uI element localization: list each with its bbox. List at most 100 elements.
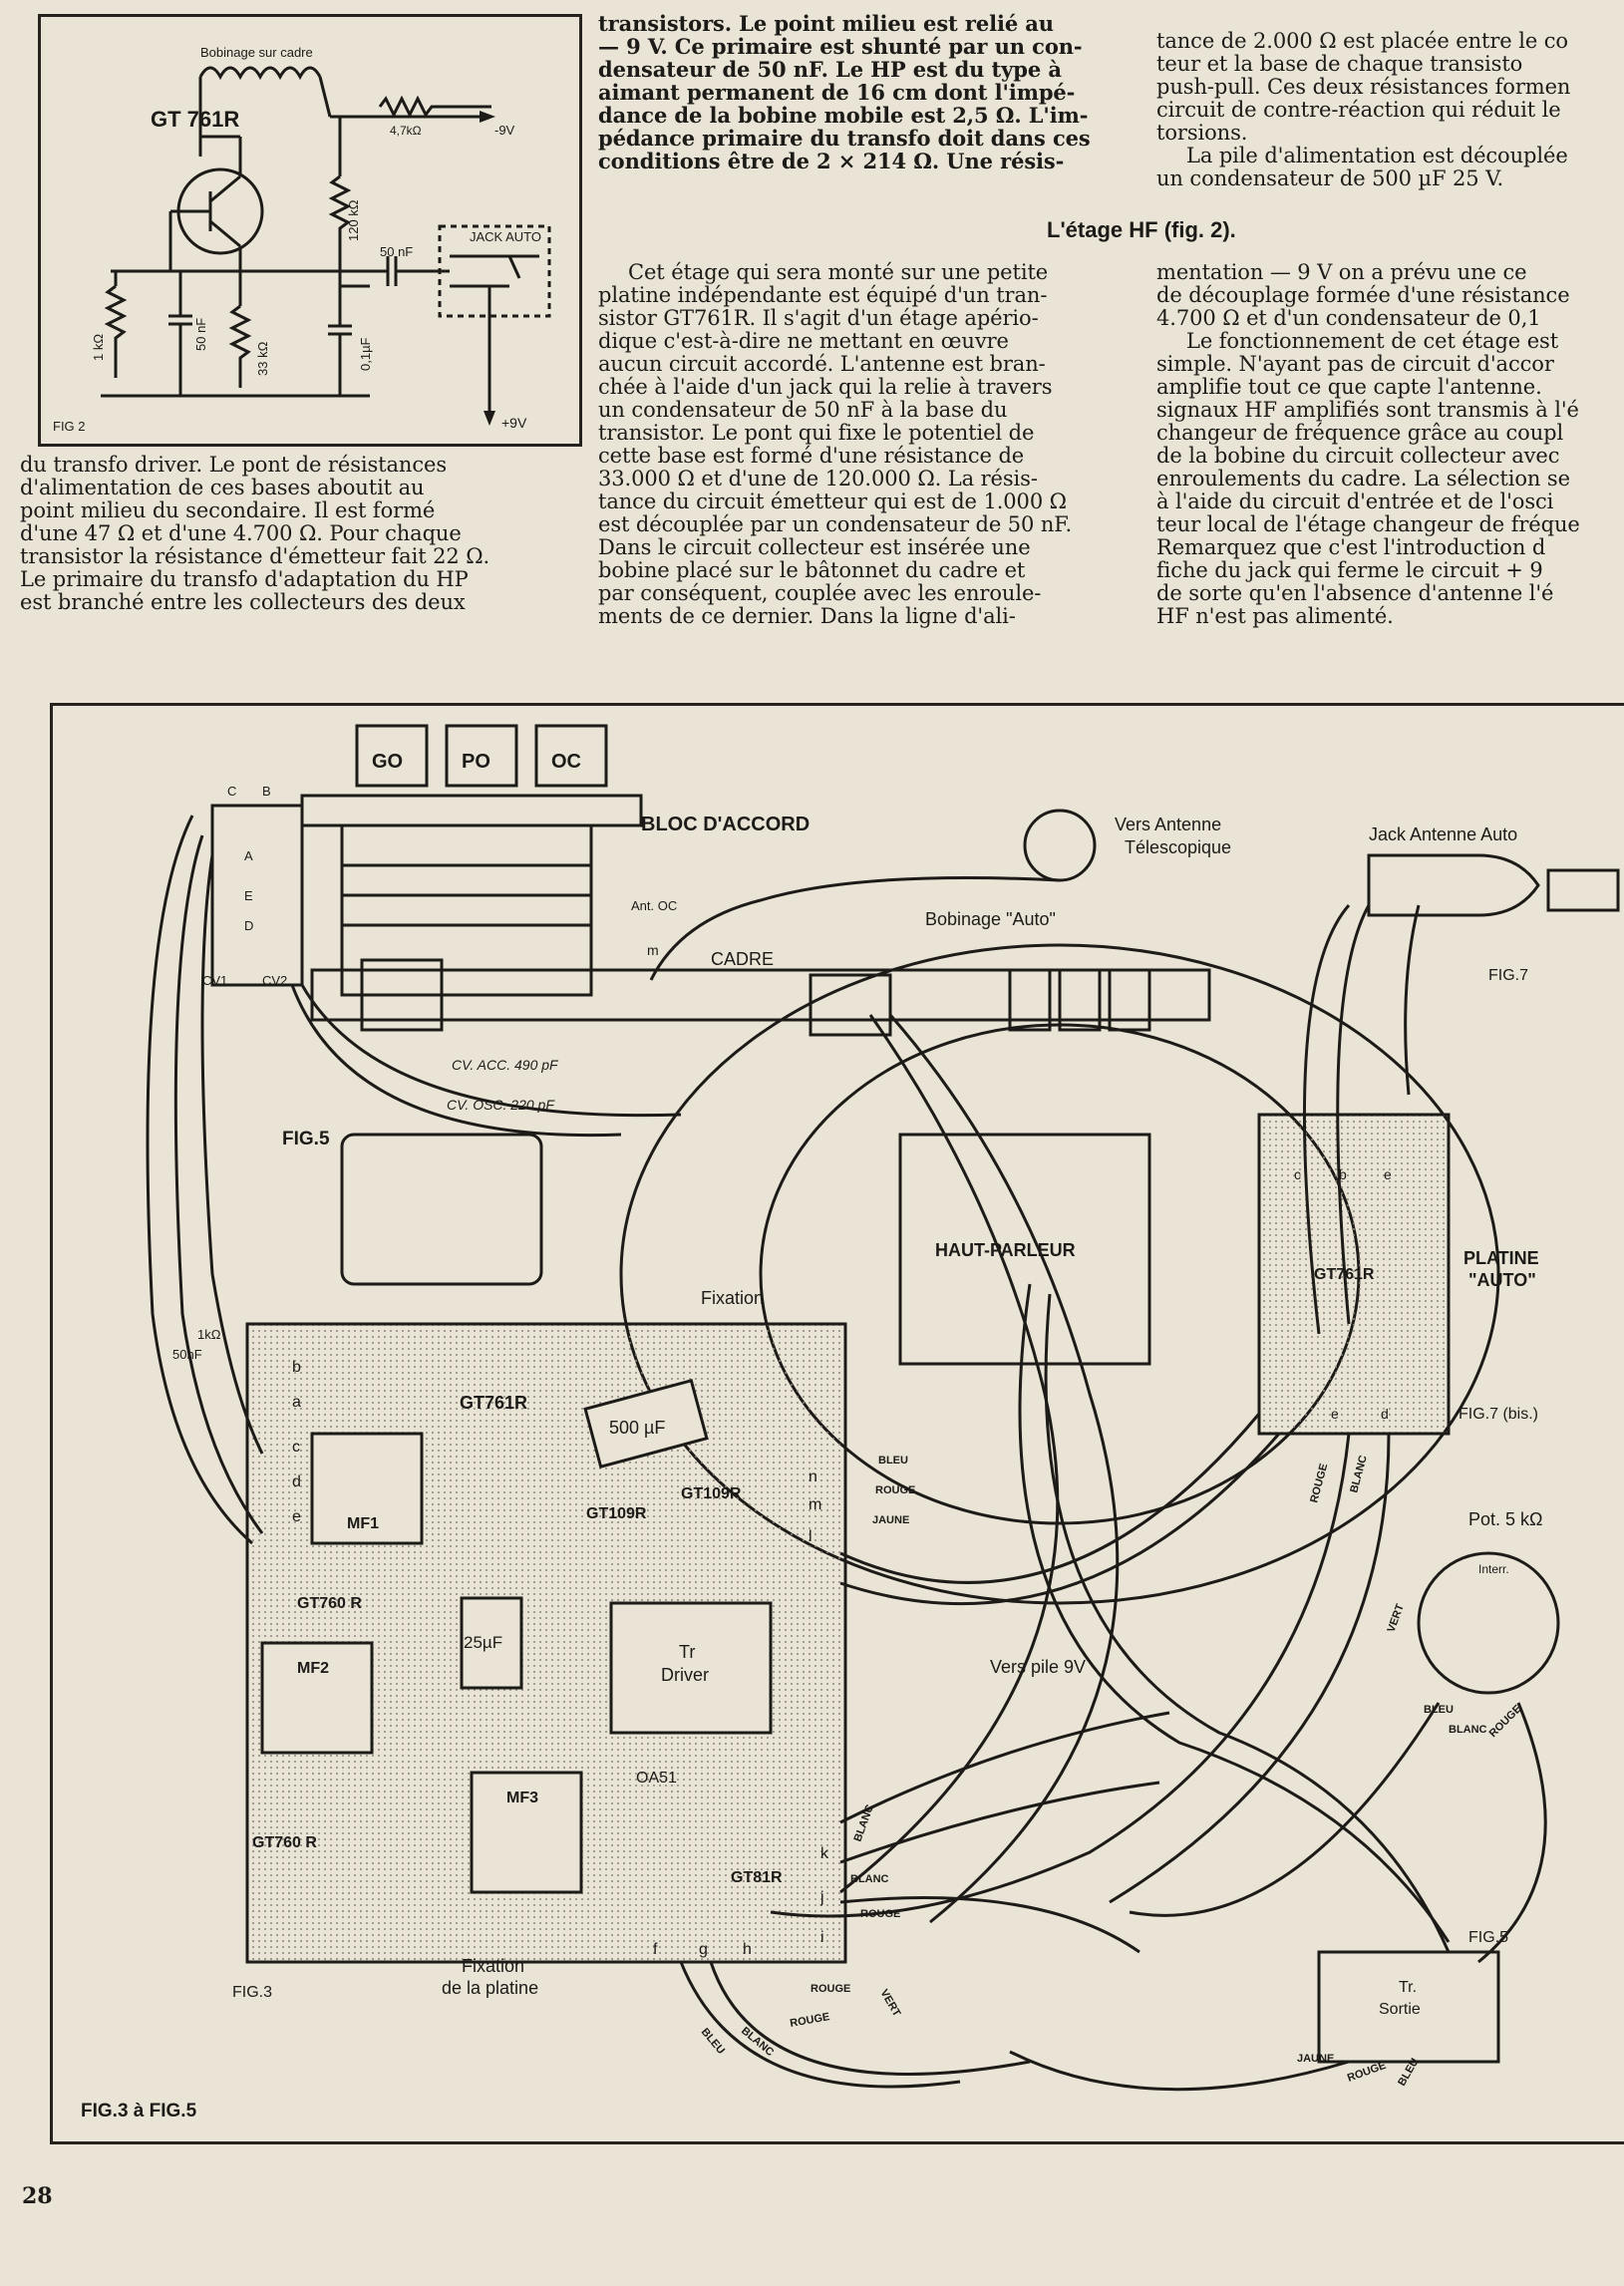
fig5-top-label: FIG.5 [282, 1129, 330, 1149]
col1-line: d'une 47 Ω et d'une 4.700 Ω. Pour chaque [20, 521, 462, 545]
board-pin-j: j [819, 1889, 824, 1906]
hp-label: HAUT-PARLEUR [935, 1240, 1076, 1260]
board-pin-g: g [699, 1941, 708, 1958]
wire-rouge-6: ROUGE [811, 1983, 850, 1995]
board-pin-e: e [292, 1508, 301, 1525]
cv1-label: CV1 [202, 973, 227, 988]
article-column-2-top: transistors. Le point milieu est relié a… [598, 12, 1127, 172]
board-pin-a: a [292, 1394, 301, 1411]
cv2-label: CV2 [262, 973, 287, 988]
bloc-accord-label: BLOC D'ACCORD [641, 814, 810, 835]
wiring-diagram: GO PO OC BLOC D'ACCORD C B A E D Vers An… [81, 724, 1620, 2122]
auto-pin-b: b [1339, 1166, 1347, 1182]
r1k-label: 1kΩ [197, 1327, 221, 1342]
wire-jaune-2: JAUNE [1297, 2053, 1334, 2065]
board-pin-h: h [743, 1941, 752, 1958]
col3b-line: teur local de l'étage changeur de fréque [1156, 512, 1580, 536]
tr-sortie-1: Tr. [1399, 1979, 1417, 1996]
col3-line: push-pull. Ces deux résistances formen [1156, 75, 1571, 99]
fixation-label: Fixation [701, 1288, 764, 1308]
board-pin-f: f [653, 1941, 658, 1958]
col3b-line: HF n'est pas alimenté. [1156, 604, 1394, 628]
gt109r-b-label: GT109R [681, 1485, 742, 1502]
col2-line: aimant permanent de 16 cm dont l'impé- [598, 80, 1076, 105]
wire-rouge-4: ROUGE [860, 1908, 900, 1920]
col2-line: densateur de 50 nF. Le HP est du type à [598, 57, 1062, 82]
mf2-label: MF2 [297, 1660, 329, 1677]
wire-blanc-1: BLANC [1348, 1454, 1370, 1493]
c50nf-label: 50nF [172, 1347, 202, 1362]
col3b-line: amplifie tout ce que capte l'antenne. [1156, 375, 1542, 399]
col3-line: un condensateur de 500 µF 25 V. [1156, 166, 1504, 190]
col3-line: torsions. [1156, 121, 1248, 145]
article-column-3-top: tance de 2.000 Ω est placée entre le co … [1156, 30, 1615, 190]
wire-vert-2: VERT [877, 1988, 902, 2020]
page-number: 28 [22, 2183, 53, 2209]
col3b-line: 4.700 Ω et d'un condensateur de 0,1 [1156, 306, 1541, 330]
band-go: GO [372, 751, 403, 773]
auto-pin-c: c [1294, 1166, 1301, 1182]
diagram-caption: FIG.3 à FIG.5 [81, 2101, 197, 2122]
wire-blanc-3: BLANC [852, 1803, 876, 1843]
interr-label: Interr. [1478, 1562, 1509, 1576]
wire-blanc-4: BLANC [850, 1873, 889, 1885]
col3b-line: de découplage formée d'une résistance [1156, 283, 1570, 307]
col2-line: transistors. Le point milieu est relié a… [598, 11, 1054, 36]
cv-acc-label: CV. ACC. 490 pF [452, 1057, 559, 1073]
tr-driver-2: Driver [661, 1665, 709, 1685]
fig2-r1k-label: 1 kΩ [91, 334, 106, 361]
board-pin-k: k [820, 1845, 829, 1862]
antenna-label-1: Vers Antenne [1115, 815, 1221, 834]
col2b-line: bobine placé sur le bâtonnet du cadre et [598, 558, 1026, 582]
fig5-bottom-label: FIG.5 [1468, 1929, 1508, 1946]
col2-line: dance de la bobine mobile est 2,5 Ω. L'i… [598, 103, 1089, 128]
board-pin-n: n [809, 1469, 817, 1485]
fig2-schematic: Bobinage sur cadre GT 761R 4,7kΩ -9V 120… [53, 45, 551, 434]
col2b-line: platine indépendante est équipé d'un tra… [598, 283, 1048, 307]
gt760r-b-label: GT760 R [252, 1834, 317, 1851]
col3b-line: Le fonctionnement de cet étage est [1186, 329, 1559, 353]
col3b-line: à l'aide du circuit d'entrée et de l'osc… [1156, 490, 1554, 513]
col3-line: La pile d'alimentation est découplée [1186, 144, 1568, 167]
col3b-line: signaux HF amplifiés sont transmis à l'é [1156, 398, 1579, 422]
col3b-line: simple. N'ayant pas de circuit d'accor [1156, 352, 1554, 376]
col3-line: circuit de contre-réaction qui réduit le [1156, 98, 1561, 122]
fig2-c01-label: 0,1µF [358, 337, 373, 371]
col2b-line: 33.000 Ω et d'une de 120.000 Ω. La résis… [598, 467, 1038, 490]
c25-label: 25µF [464, 1633, 502, 1652]
pile-label: Vers pile 9V [990, 1657, 1086, 1677]
wire-bleu-2: BLEU [1424, 1704, 1454, 1716]
tr-sortie-2: Sortie [1379, 2001, 1421, 2018]
bobinage-label: Bobinage "Auto" [925, 909, 1056, 929]
fig2-c50nf-label: 50 nF [193, 318, 208, 351]
col2b-line: Dans le circuit collecteur est insérée u… [598, 535, 1031, 559]
col2b-line: cette base est formé d'une résistance de [598, 444, 1025, 468]
col2b-line: sistor GT761R. Il s'agit d'un étage apér… [598, 306, 1039, 330]
bloc-pin-b: B [262, 784, 271, 799]
fig3-label: FIG.3 [232, 1984, 272, 2001]
fixation-platine-1: Fixation [462, 1956, 524, 1976]
c500-label: 500 µF [609, 1418, 665, 1438]
jack-label: Jack Antenne Auto [1369, 824, 1517, 844]
ant-oc-label: Ant. OC [631, 898, 677, 913]
article-column-2-bottom: Cet étage qui sera monté sur une petite … [598, 261, 1127, 628]
col2b-line: par conséquent, couplée avec les enroule… [598, 581, 1042, 605]
gt760r-a-label: GT760 R [297, 1595, 362, 1612]
bloc-pin-c: C [227, 784, 236, 799]
bloc-pin-e: E [244, 888, 253, 903]
fig2-vpos-label: +9V [501, 415, 527, 431]
board-pin-b: b [292, 1359, 301, 1376]
col3b-line: de sorte qu'en l'absence d'antenne l'é [1156, 581, 1554, 605]
col2b-line: tance du circuit émetteur qui est de 1.0… [598, 490, 1067, 513]
fig2-c-in-label: 50 nF [380, 244, 413, 259]
fig2-jack-label: JACK AUTO [470, 229, 541, 244]
col2-line: conditions être de 2 × 214 Ω. Une résis- [598, 149, 1065, 173]
board-pin-d: d [292, 1473, 301, 1490]
section-heading: L'étage HF (fig. 2). [1047, 217, 1236, 242]
col2b-line: est découplée par un condensateur de 50 … [598, 512, 1073, 536]
wiring-diagram-box: GO PO OC BLOC D'ACCORD C B A E D Vers An… [50, 703, 1624, 2144]
fig2-r-series-label: 4,7kΩ [390, 124, 422, 138]
col3-line: tance de 2.000 Ω est placée entre le co [1156, 30, 1568, 53]
wire-bleu-1: BLEU [878, 1455, 908, 1467]
